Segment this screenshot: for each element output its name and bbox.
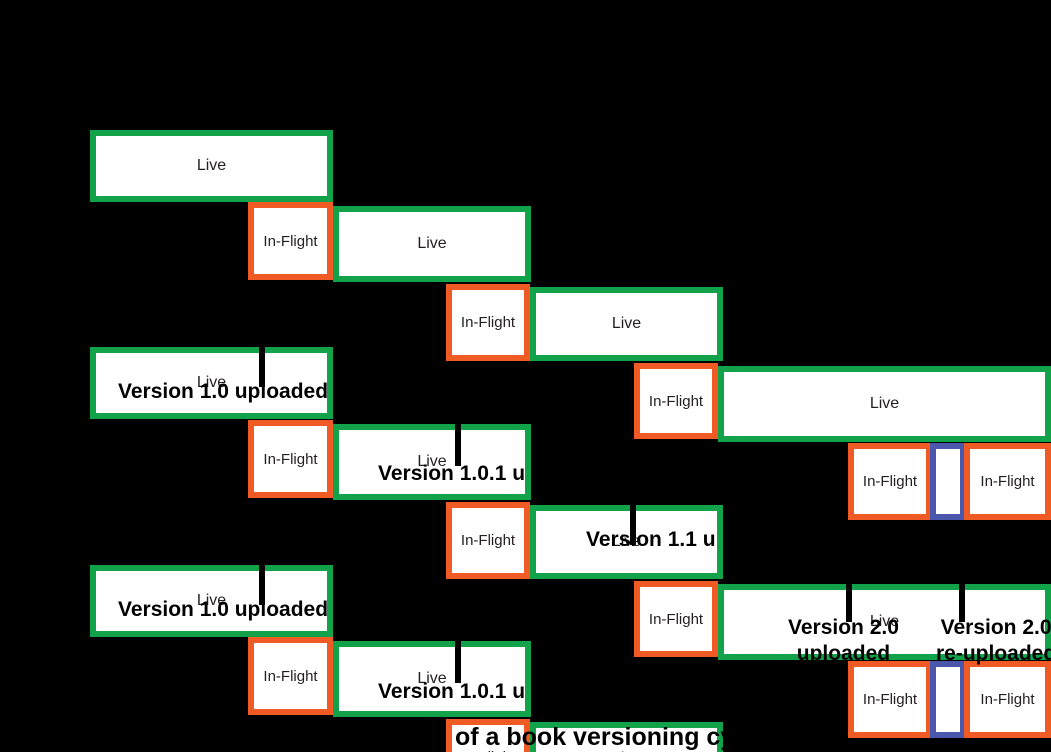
pending-slot-box[interactable] <box>930 443 966 520</box>
in-flight-box[interactable]: In-Flight <box>964 443 1051 520</box>
in-flight-box[interactable]: In-Flight <box>848 443 932 520</box>
in-flight-box[interactable]: In-Flight <box>446 284 530 361</box>
version-1-0-1-uploaded-label: Version 1.0.1 u <box>378 462 526 485</box>
version-2-0-uploaded-label: Version 2.0 uploaded <box>788 616 899 665</box>
in-flight-box[interactable]: In-Flight <box>634 363 718 439</box>
version-1-1-uploaded-label: Version 1.1 u <box>586 528 716 551</box>
leader-tick <box>455 424 461 466</box>
in-flight-box[interactable]: In-Flight <box>446 502 530 579</box>
live-box[interactable]: Live <box>90 347 333 419</box>
in-flight-box[interactable]: In-Flight <box>848 661 932 738</box>
leader-tick <box>630 505 636 545</box>
version-2-0-re-uploaded-label: Version 2.0 re-uploaded <box>936 616 1051 665</box>
in-flight-box[interactable]: In-Flight <box>964 661 1051 738</box>
version-1-0-uploaded-label-2: Version 1.0 uploaded <box>118 598 329 621</box>
live-box[interactable]: Live <box>530 722 723 752</box>
live-box[interactable]: Live <box>530 505 723 579</box>
leader-tick <box>259 565 265 605</box>
version-1-0-uploaded-label: Version 1.0 uploaded <box>118 380 329 403</box>
in-flight-box[interactable]: In-Flight <box>446 719 530 752</box>
live-box[interactable]: Live <box>718 366 1051 442</box>
live-box[interactable]: Live <box>90 565 333 637</box>
version-1-0-1-uploaded-label-2: Version 1.0.1 u <box>378 680 526 703</box>
in-flight-box[interactable]: In-Flight <box>248 420 333 498</box>
diagram-caption: of a book versioning cyc <box>455 723 749 751</box>
live-box[interactable]: Live <box>90 130 333 202</box>
leader-tick <box>259 347 265 387</box>
leader-tick <box>455 641 461 683</box>
live-box[interactable]: Live <box>530 287 723 361</box>
live-box[interactable]: Live <box>333 641 531 717</box>
in-flight-box[interactable]: In-Flight <box>248 202 333 280</box>
live-box[interactable]: Live <box>333 206 531 282</box>
in-flight-box[interactable]: In-Flight <box>248 637 333 715</box>
live-box[interactable]: Live <box>718 584 1051 660</box>
pending-slot-box[interactable] <box>930 661 966 738</box>
in-flight-box[interactable]: In-Flight <box>634 581 718 657</box>
leader-tick <box>846 584 852 622</box>
live-box[interactable]: Live <box>333 424 531 500</box>
leader-tick <box>959 584 965 622</box>
